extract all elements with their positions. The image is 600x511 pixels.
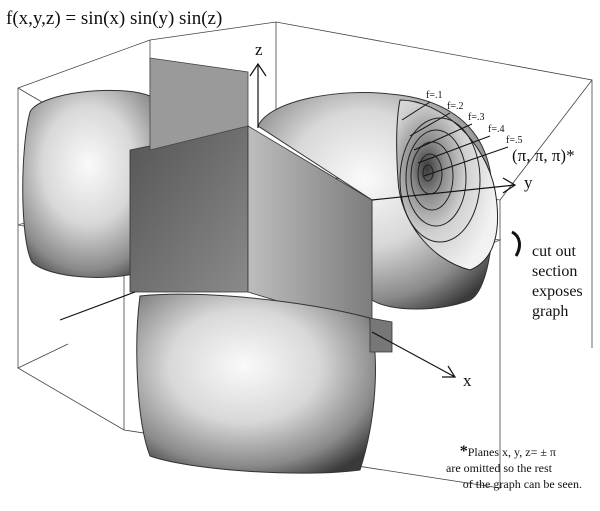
footnote-star: * <box>459 443 468 460</box>
footnote: *Planes x, y, z= ± π are omitted so the … <box>0 444 596 492</box>
cut-note-line: section <box>532 263 578 280</box>
lower-vertical-plane <box>369 317 393 353</box>
footnote-text: Planes x, y, z= ± π <box>467 445 556 459</box>
figure-title: f(x,y,z) = sin(x) sin(y) sin(z) <box>6 8 223 29</box>
axis-lines <box>59 62 517 378</box>
cut-note-arrow <box>511 230 521 257</box>
footnote-line: are omitted so the rest <box>446 461 552 475</box>
footnote-line: *Planes x, y, z= ± π <box>0 444 596 460</box>
level-label: f=.1 <box>426 90 443 101</box>
y-axis-label: y <box>524 173 533 192</box>
x-axis-label: x <box>463 371 472 390</box>
corner-point-label: (π, π, π)* <box>512 146 575 165</box>
z-axis-label: z <box>255 40 263 59</box>
cut-note-line: exposes <box>532 283 583 300</box>
vertical-plane-dark <box>129 125 249 293</box>
level-pointers <box>401 101 509 177</box>
level-label: f=.2 <box>447 101 464 112</box>
cut-note-line: cut out <box>532 243 576 260</box>
cut-section-note: cut out section exposes graph <box>532 242 583 322</box>
cut-note-line: graph <box>532 303 569 320</box>
level-label: f=.4 <box>488 124 505 135</box>
lower-center-blob <box>136 293 376 474</box>
footnote-line: of the graph can be seen. <box>462 477 582 491</box>
level-label: f=.3 <box>468 112 485 123</box>
level-contours <box>399 117 481 243</box>
level-label: f=.5 <box>506 135 523 146</box>
